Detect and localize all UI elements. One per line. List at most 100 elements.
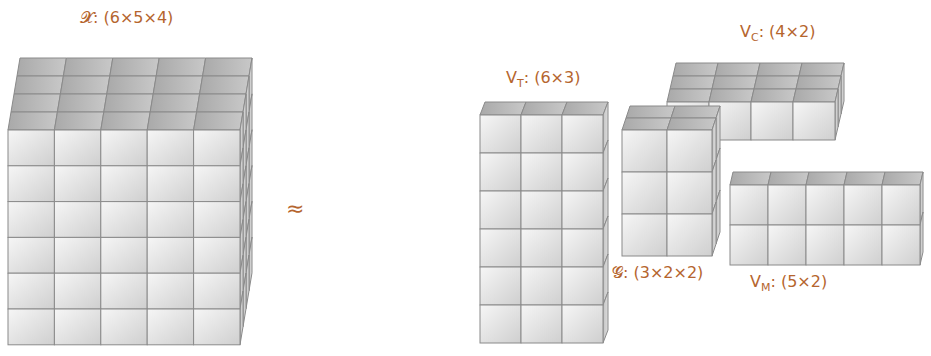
cell-top (194, 112, 243, 130)
cell-top (153, 76, 202, 94)
cell-top (104, 94, 153, 112)
cell-front (768, 225, 806, 265)
cell-front (768, 185, 806, 225)
cell-top (200, 76, 249, 94)
cell-front (8, 130, 54, 166)
cell-front (562, 191, 603, 229)
cell-front (844, 225, 882, 265)
cell-front (793, 102, 835, 140)
cell-front (521, 153, 562, 191)
cell-front (101, 309, 147, 345)
cell-top (673, 63, 718, 76)
cell-front (147, 130, 193, 166)
factor-label: VC: (4×2) (740, 22, 815, 42)
cell-front (730, 225, 768, 265)
cell-top (63, 58, 112, 76)
cell-top (715, 63, 760, 76)
cell-top (110, 58, 159, 76)
cell-top (667, 89, 712, 102)
cell-front (194, 202, 240, 238)
label-text: 𝓧: (6×5×4) (80, 8, 173, 27)
cell-front (730, 185, 768, 225)
factor-vm (730, 172, 923, 265)
cell-front (8, 166, 54, 202)
cell-front (562, 115, 603, 153)
cell-front (147, 309, 193, 345)
cell-top (622, 118, 671, 130)
cell-front (8, 309, 54, 345)
cell-front (622, 214, 667, 256)
cell-side (716, 190, 720, 244)
cell-front (54, 273, 100, 309)
cell-top (671, 106, 720, 118)
cell-front (147, 273, 193, 309)
factor-label: VM: (5×2) (750, 272, 827, 292)
label-text: ≈ (286, 196, 304, 221)
cell-front (194, 309, 240, 345)
label-text: : (4×2) (759, 22, 816, 41)
cell-side (712, 202, 716, 256)
cell-front (101, 166, 147, 202)
cell-front (54, 202, 100, 238)
cell-front (882, 225, 920, 265)
cell-top (793, 89, 838, 102)
cell-front (667, 130, 712, 172)
cell-front (147, 166, 193, 202)
cell-top (882, 172, 923, 185)
cell-top (709, 89, 754, 102)
cell-front (8, 202, 54, 238)
cell-front (101, 237, 147, 273)
factor-label: VT: (6×3) (506, 68, 580, 88)
subscript: C (751, 31, 759, 44)
cell-front (562, 267, 603, 305)
cell-top (60, 76, 109, 94)
cell-top (768, 172, 809, 185)
cell-front (54, 130, 100, 166)
cell-top (17, 58, 66, 76)
cell-front (562, 153, 603, 191)
label-text: V (750, 272, 761, 291)
cell-front (147, 237, 193, 273)
cell-top (156, 58, 205, 76)
cell-front (521, 115, 562, 153)
cell-front (480, 267, 521, 305)
cell-top (203, 58, 252, 76)
core-label: 𝓖: (3×2×2) (612, 263, 703, 283)
cell-top (8, 112, 57, 130)
cell-top (712, 76, 757, 89)
cell-front (480, 115, 521, 153)
cell-top (796, 76, 841, 89)
cell-top (150, 94, 199, 112)
cell-front (194, 237, 240, 273)
cell-top (806, 172, 847, 185)
cell-front (194, 273, 240, 309)
label-text: : (5×2) (770, 272, 827, 291)
cell-front (562, 229, 603, 267)
cell-front (54, 309, 100, 345)
cell-front (480, 191, 521, 229)
cell-front (8, 273, 54, 309)
cell-top (844, 172, 885, 185)
label-text: V (506, 68, 517, 87)
cell-top (754, 76, 799, 89)
cell-front (521, 191, 562, 229)
cell-top (57, 94, 106, 112)
cell-top (799, 63, 844, 76)
cell-front (147, 202, 193, 238)
cell-front (54, 166, 100, 202)
cell-top (197, 94, 246, 112)
cell-front (521, 229, 562, 267)
cell-side (603, 292, 608, 343)
approx-sign: ≈ (286, 199, 304, 219)
tensor-x (8, 58, 252, 345)
cell-top (670, 76, 715, 89)
cell-front (480, 229, 521, 267)
cell-front (806, 185, 844, 225)
label-text: 𝓖: (3×2×2) (612, 263, 703, 282)
cell-top (147, 112, 196, 130)
subscript: M (761, 281, 771, 294)
cell-front (521, 267, 562, 305)
cell-top (11, 94, 60, 112)
